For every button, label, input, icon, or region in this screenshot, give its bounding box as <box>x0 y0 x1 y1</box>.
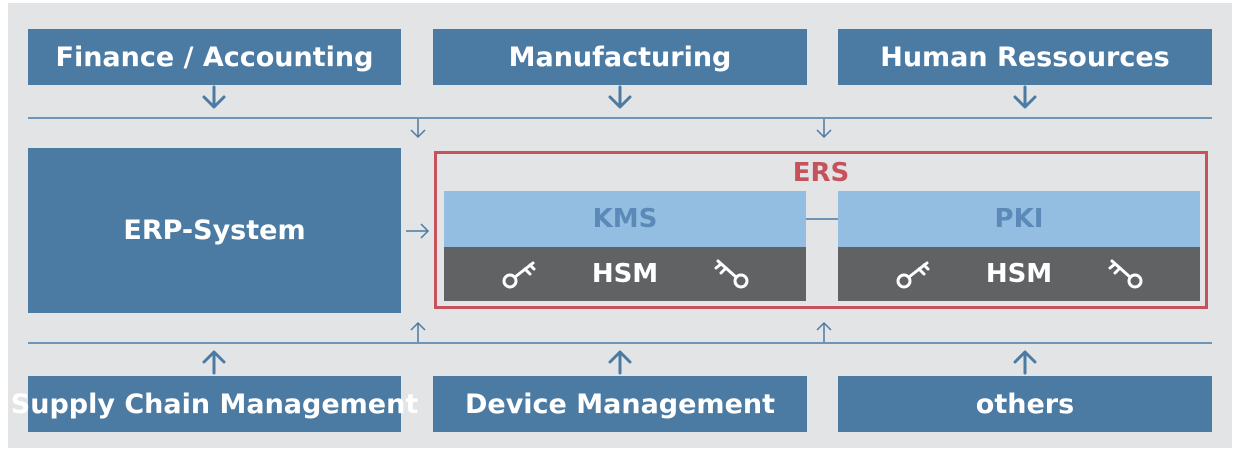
pki-module: PKI <box>838 191 1200 247</box>
arrow-right-icon <box>406 223 430 239</box>
others-box: others <box>838 376 1212 432</box>
hsm-label-kms: HSM <box>591 259 659 289</box>
supply-chain-management-label: Supply Chain Management <box>10 388 419 420</box>
key-icon <box>896 261 930 289</box>
key-icon <box>1108 259 1143 289</box>
device-management-box: Device Management <box>433 376 807 432</box>
pki-label: PKI <box>994 204 1044 234</box>
erp-system-label: ERP-System <box>123 215 306 246</box>
finance-accounting-box: Finance / Accounting <box>28 29 401 85</box>
supply-chain-management-box: Supply Chain Management <box>11 376 418 432</box>
arrow-up-icon <box>608 350 632 375</box>
arrow-up-icon <box>816 321 832 342</box>
kms-label: KMS <box>592 204 658 234</box>
erp-system-box: ERP-System <box>28 148 401 313</box>
arrow-down-icon <box>816 119 832 139</box>
manufacturing-box: Manufacturing <box>433 29 807 85</box>
finance-accounting-label: Finance / Accounting <box>55 41 374 73</box>
arrow-down-icon <box>410 119 426 139</box>
manufacturing-label: Manufacturing <box>508 41 732 73</box>
hsm-label-pki: HSM <box>985 259 1053 289</box>
key-icon <box>714 259 749 289</box>
ers-title: ERS <box>792 158 850 188</box>
human-ressources-box: Human Ressources <box>838 29 1212 85</box>
diagram-canvas: Finance / Accounting Manufacturing Human… <box>8 3 1232 448</box>
ers-frame <box>434 151 1208 309</box>
arrow-up-icon <box>1013 350 1037 375</box>
kms-module: KMS <box>444 191 806 247</box>
others-label: others <box>975 388 1075 420</box>
arrow-up-icon <box>410 321 426 342</box>
key-icon <box>502 261 536 289</box>
arrow-down-icon <box>608 85 632 109</box>
arrow-down-icon <box>202 85 226 109</box>
arrow-up-icon <box>202 350 226 375</box>
human-ressources-label: Human Ressources <box>880 41 1170 73</box>
hsm-block-pki: HSM <box>838 247 1200 301</box>
hsm-block-kms: HSM <box>444 247 806 301</box>
connector-lines <box>28 85 1212 375</box>
arrow-down-icon <box>1013 85 1037 109</box>
device-management-label: Device Management <box>464 388 776 420</box>
